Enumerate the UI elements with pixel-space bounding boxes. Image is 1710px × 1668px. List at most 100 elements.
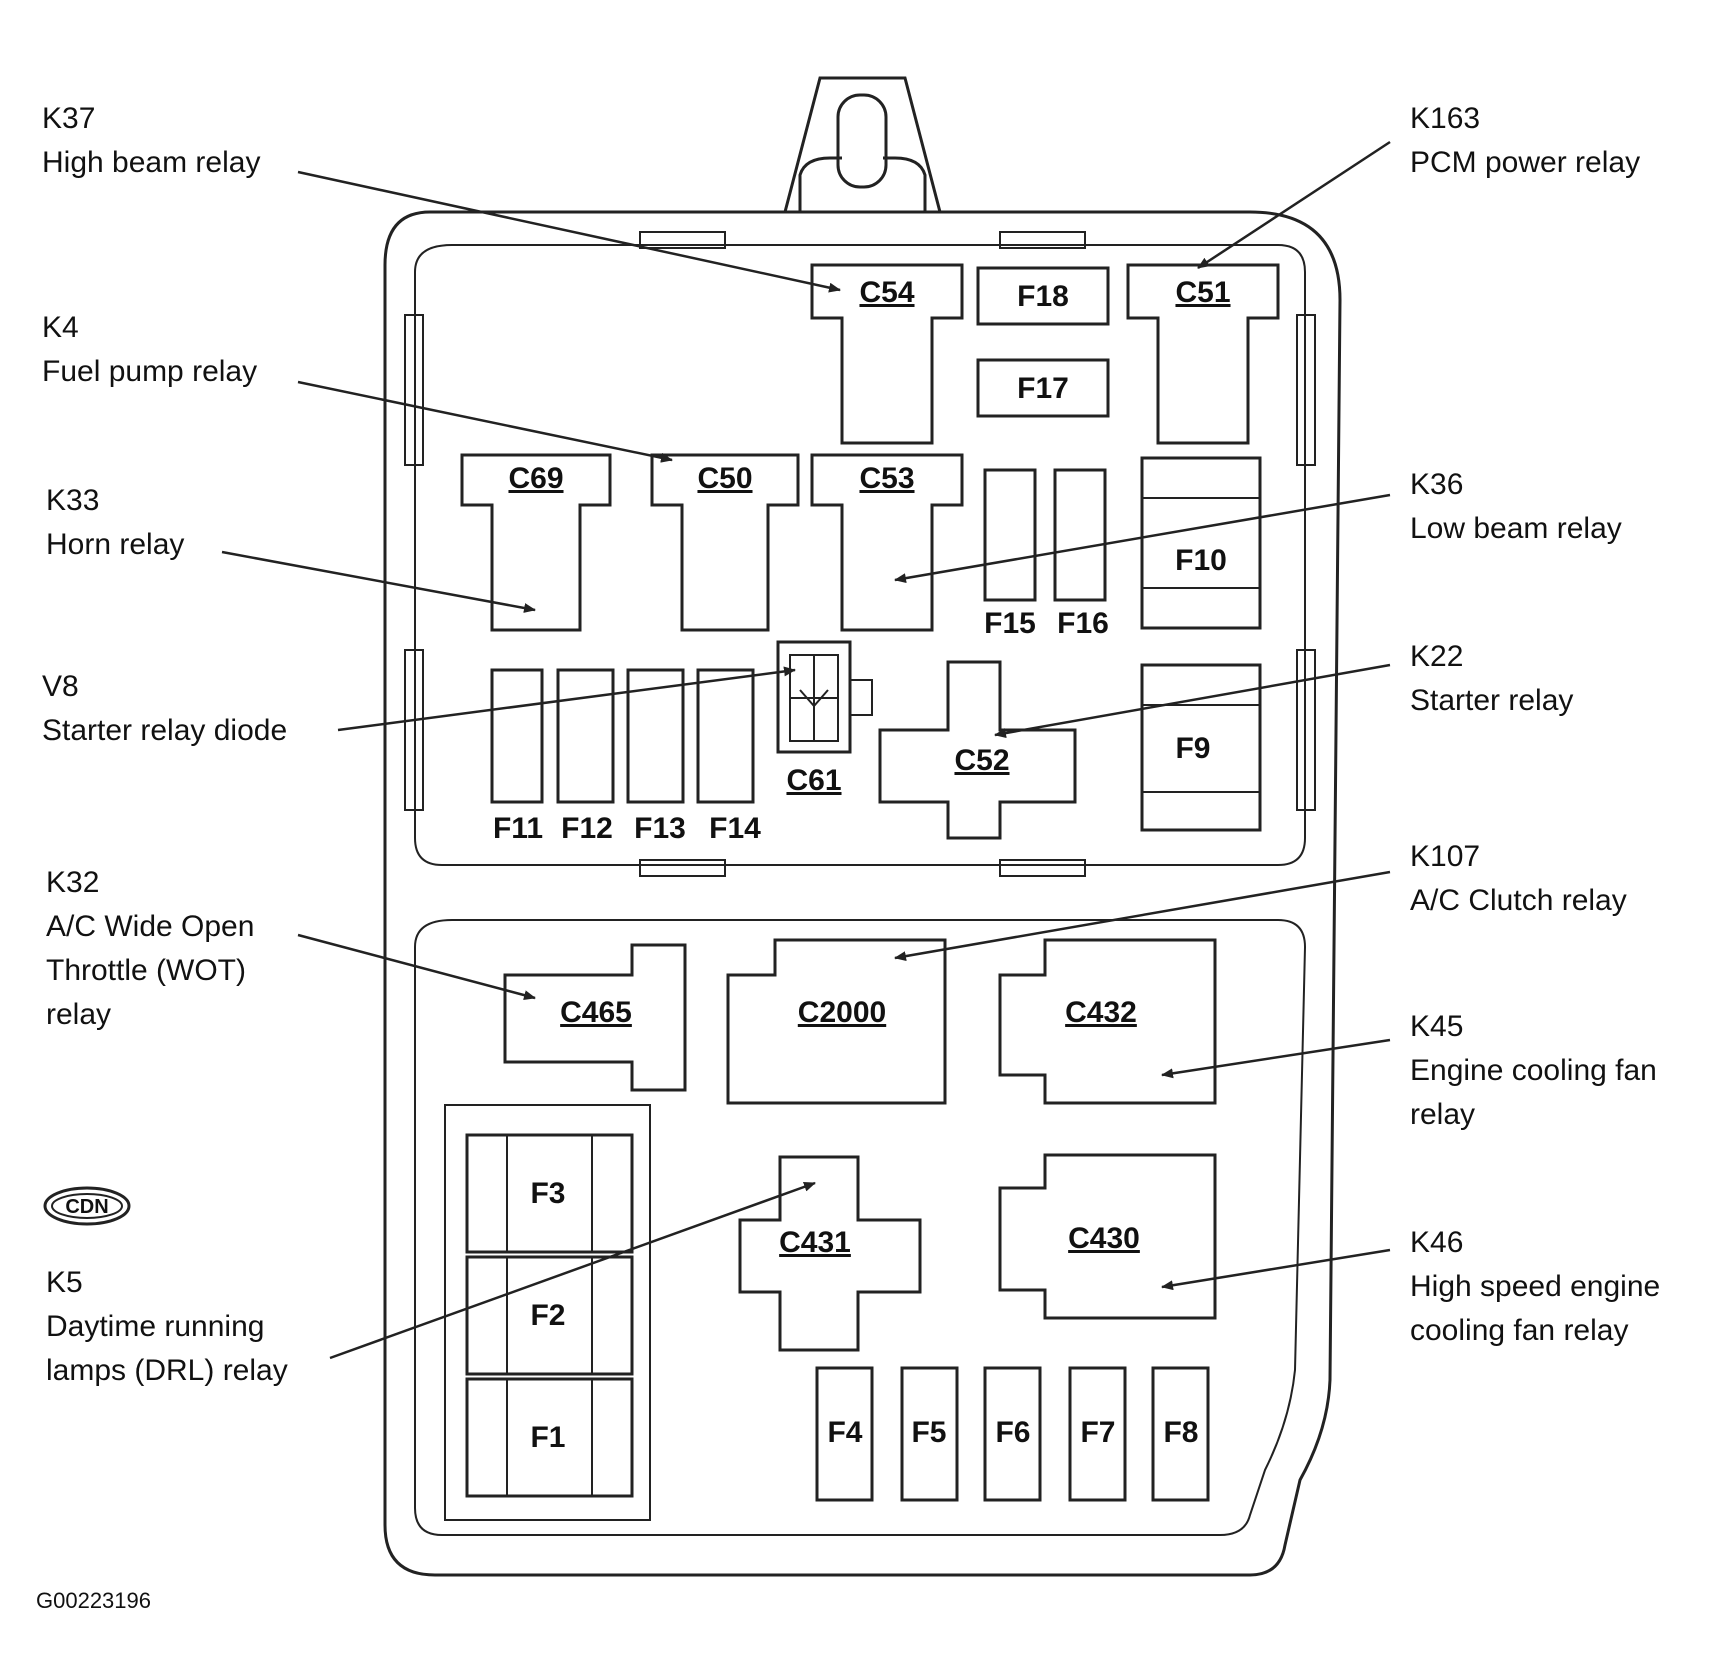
fuse-f8-label: F8 [1163,1416,1198,1449]
relay-c2000: C2000 [726,938,947,1105]
callout-k33-code: K33 [46,484,99,517]
leader-k4 [297,380,673,463]
callout-k107-desc: A/C Clutch relay [1410,884,1627,917]
relay-c53-label: C53 [859,462,914,495]
leader-v8 [337,666,796,732]
callout-k22: K22 Starter relay [1410,640,1573,717]
leader-k5 [329,1181,816,1360]
leader-k32 [297,933,536,1001]
callout-k22-code: K22 [1410,640,1463,673]
relay-c431: C431 [738,1155,922,1352]
callout-k32-desc-3: relay [46,998,111,1031]
callout-k4-code: K4 [42,311,79,344]
callout-k5-desc-1: Daytime running [46,1310,264,1343]
callout-k22-desc: Starter relay [1410,684,1573,717]
fuse-f13-label: F13 [634,812,686,845]
fuse-f8: F8 [1151,1366,1210,1502]
callout-k32: K32 A/C Wide Open Throttle (WOT) relay [46,866,254,1031]
relay-c465-label: C465 [560,996,632,1029]
fuse-f17: F17 [976,358,1110,418]
callout-k45: K45 Engine cooling fan relay [1410,1010,1657,1131]
callout-k46: K46 High speed engine cooling fan relay [1410,1226,1660,1347]
callout-k163: K163 PCM power relay [1410,102,1640,179]
callout-v8: V8 Starter relay diode [42,670,287,747]
relay-c431-label: C431 [779,1226,851,1259]
fuse-f18: F18 [976,266,1110,326]
callout-k45-desc-2: relay [1410,1098,1475,1131]
relay-c432-label: C432 [1065,996,1137,1029]
callout-v8-code: V8 [42,670,79,703]
callout-k37-desc: High beam relay [42,146,260,179]
relay-c2000-label: C2000 [798,996,886,1029]
relay-c52: C52 [878,660,1077,840]
relay-c432: C432 [998,938,1217,1105]
fuse-f11-label: F11 [493,812,543,845]
callout-k163-desc: PCM power relay [1410,146,1640,179]
leader-k22 [994,663,1391,739]
callout-k37: K37 High beam relay [42,102,260,179]
callout-k36-code: K36 [1410,468,1463,501]
fuse-f3-label: F3 [530,1177,565,1210]
relay-c53: C53 [810,453,964,632]
callout-k33: K33 Horn relay [46,484,184,561]
fuse-f17-label: F17 [1017,372,1069,405]
leader-lines [221,140,1391,1360]
fuse-f11: F11 [490,668,544,845]
callout-k46-desc-2: cooling fan relay [1410,1314,1628,1347]
callout-k37-code: K37 [42,102,95,135]
callout-k46-code: K46 [1410,1226,1463,1259]
callout-v8-desc: Starter relay diode [42,714,287,747]
relay-c69-label: C69 [508,462,563,495]
fuse-f10: F10 [1140,456,1262,630]
relay-c430: C430 [998,1153,1217,1320]
callout-k163-code: K163 [1410,102,1480,135]
diode-c61-label: C61 [786,764,841,797]
callout-k46-desc-1: High speed engine [1410,1270,1660,1303]
fuse-f12-label: F12 [561,812,613,845]
fuse-f3: F3 [465,1133,634,1254]
callout-k107: K107 A/C Clutch relay [1410,840,1627,917]
diagram-id: G00223196 [36,1588,151,1613]
callout-k5-code: K5 [46,1266,83,1299]
fuse-f7-label: F7 [1080,1416,1115,1449]
fuse-f15: F15 [983,468,1037,640]
callout-k5: K5 Daytime running lamps (DRL) relay [46,1266,288,1387]
callout-k32-code: K32 [46,866,99,899]
callout-k107-code: K107 [1410,840,1480,873]
relay-c51-label: C51 [1175,276,1230,309]
fuse-f6-label: F6 [995,1416,1030,1449]
fuse-f5: F5 [900,1366,959,1502]
callout-k4: K4 Fuel pump relay [42,311,257,388]
callout-k32-desc-2: Throttle (WOT) [46,954,246,987]
fuse-f4-label: F4 [827,1416,862,1449]
fuse-f5-label: F5 [911,1416,946,1449]
relay-c51: C51 [1126,263,1280,445]
callout-k36: K36 Low beam relay [1410,468,1622,545]
callout-k45-desc-1: Engine cooling fan [1410,1054,1657,1087]
diode-c61: C61 [776,640,873,797]
leader-k37 [297,170,841,293]
fuse-f7: F7 [1068,1366,1127,1502]
fuse-f1: F1 [465,1377,634,1498]
fuse-f9: F9 [1140,663,1262,832]
fuse-f6: F6 [983,1366,1042,1502]
cdn-badge-text: CDN [65,1196,108,1218]
fuse-f18-label: F18 [1017,280,1069,313]
fuse-f2: F2 [465,1255,634,1376]
relay-c54-label: C54 [859,276,914,309]
callout-k4-desc: Fuel pump relay [42,355,257,388]
callout-k32-desc-1: A/C Wide Open [46,910,254,943]
fuse-f13: F13 [626,668,686,845]
callout-k33-desc: Horn relay [46,528,184,561]
fuse-f14-label: F14 [709,812,761,845]
leader-k46 [1161,1248,1391,1291]
fuse-box-housing [383,76,1342,1577]
leader-k107 [894,870,1391,962]
leader-k36 [894,493,1391,584]
relay-c465: C465 [503,943,687,1092]
callout-k45-code: K45 [1410,1010,1463,1043]
fuse-f12: F12 [556,668,615,845]
leader-k163 [1197,140,1391,270]
fuse-f9-label: F9 [1175,732,1210,765]
